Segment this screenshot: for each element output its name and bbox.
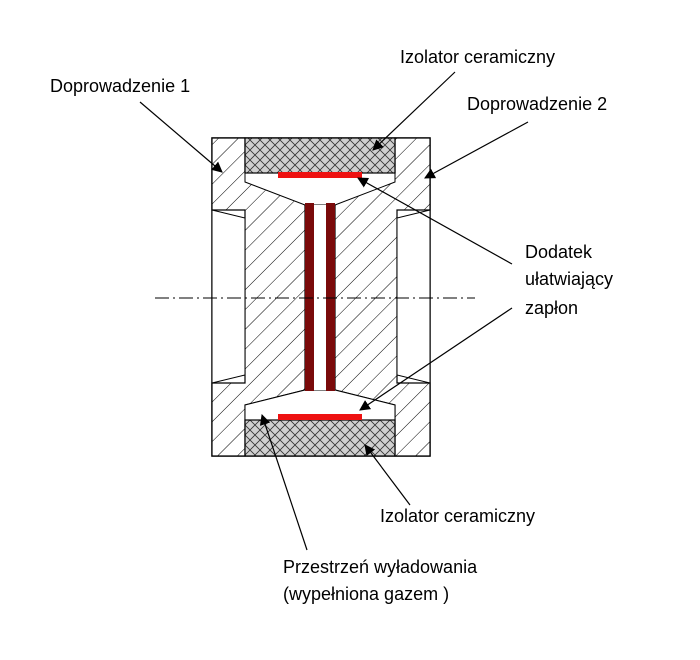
label-additive-line2: ułatwiający <box>525 269 613 289</box>
ceramic-insulator-bottom <box>244 419 396 457</box>
center-gap <box>314 205 326 390</box>
leader-insulator-top <box>372 71 456 151</box>
electrode-left <box>305 203 314 391</box>
leader-additive-top <box>357 177 513 265</box>
label-insulator-bottom: Izolator ceramiczny <box>380 506 535 526</box>
electrode-right <box>326 203 335 391</box>
ignition-additive-bottom <box>278 414 362 420</box>
leader-lead1 <box>139 101 223 173</box>
label-discharge-line2: (wypełniona gazem ) <box>283 584 449 604</box>
ceramic-insulator-top <box>244 137 396 174</box>
right-inner-recess <box>396 209 431 384</box>
ignition-additive-top <box>278 172 362 178</box>
leader-insulator-bottom <box>364 444 411 506</box>
leader-lead2 <box>424 121 529 179</box>
label-insulator-top: Izolator ceramiczny <box>400 47 555 67</box>
label-lead2: Doprowadzenie 2 <box>467 94 607 114</box>
label-lead1: Doprowadzenie 1 <box>50 76 190 96</box>
leader-additive-bottom <box>359 307 513 411</box>
label-additive-line3: zapłon <box>525 298 578 318</box>
label-additive-line1: Dodatek <box>525 242 593 262</box>
leader-discharge-space <box>259 413 308 551</box>
left-inner-recess <box>211 209 246 384</box>
label-discharge-line1: Przestrzeń wyładowania <box>283 557 478 577</box>
